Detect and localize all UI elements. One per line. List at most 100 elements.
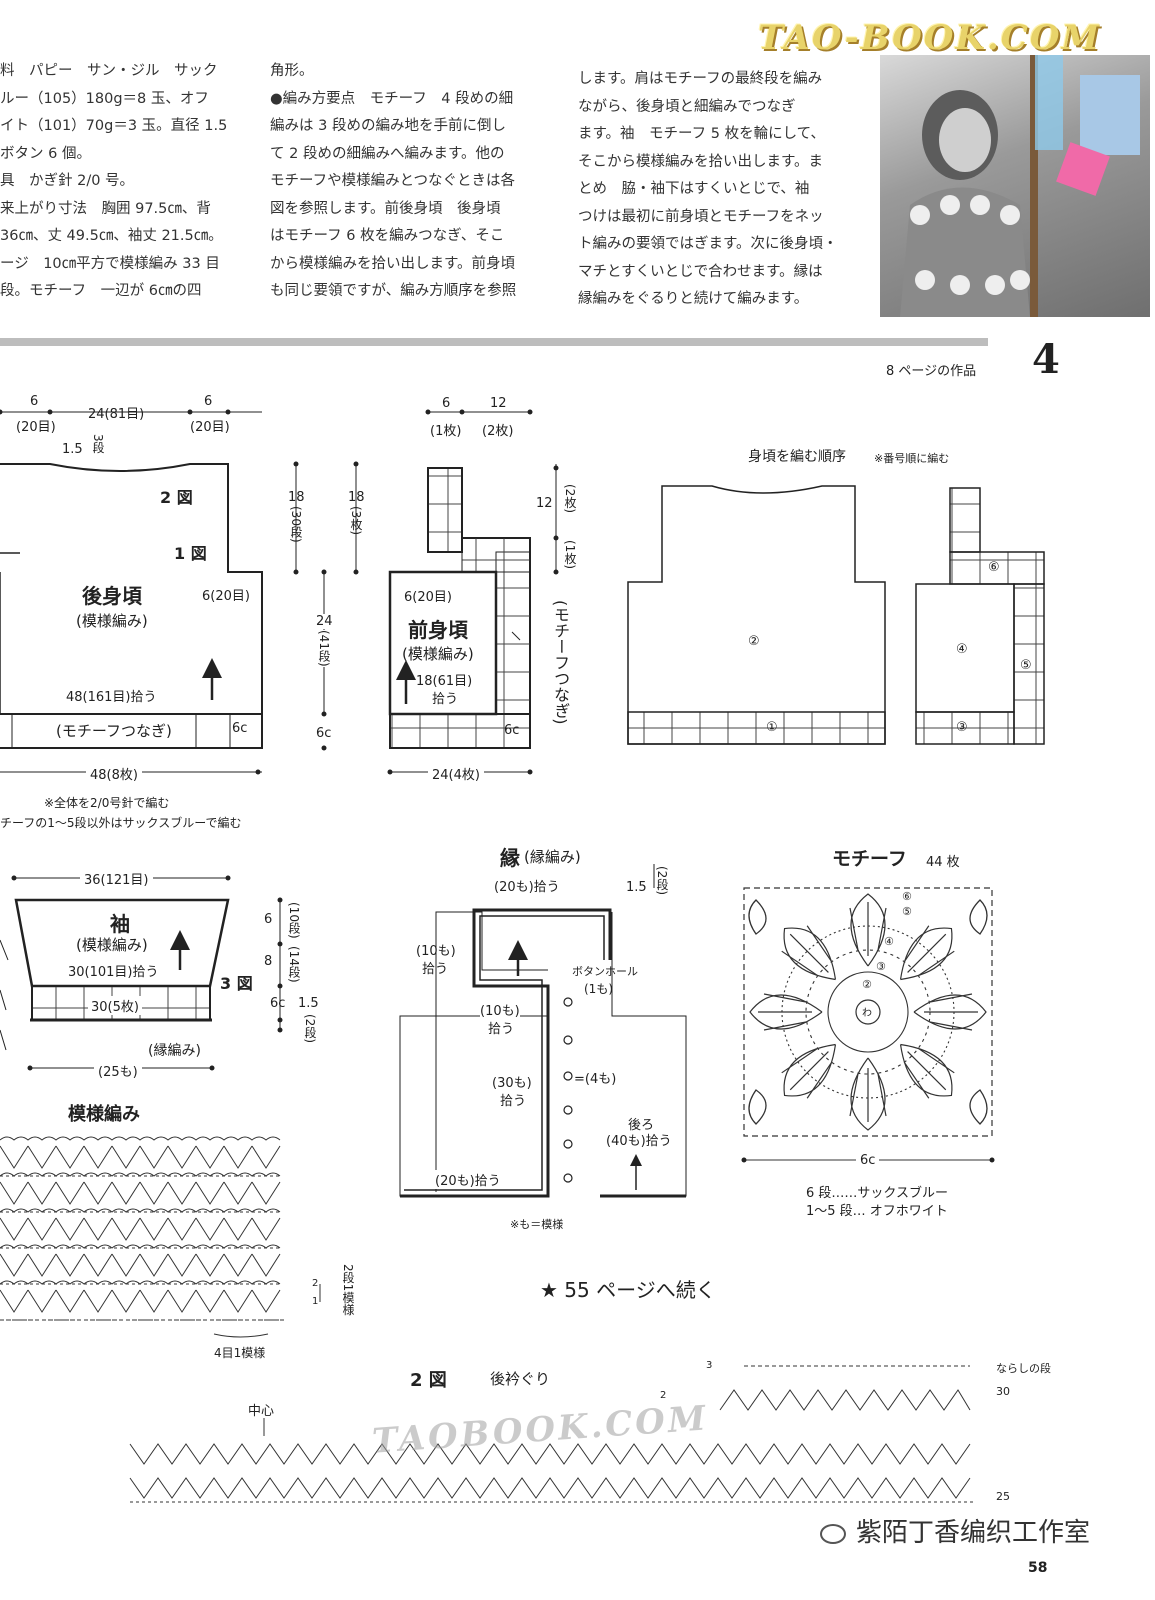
figure2-title: 2 図: [410, 1370, 447, 1391]
round-2-marker: ②: [862, 978, 872, 991]
border-front-pickup: (10も): [480, 1000, 520, 1019]
round-6-color: 6 段……サックスブルー: [806, 1186, 949, 1201]
motif-count: 44 枚: [926, 855, 960, 870]
border-bottom-pickup: (20も)拾う: [432, 1170, 504, 1189]
text-line: モチーフや模様編みとつなぐときは各: [270, 173, 516, 189]
text-line: ながら、後身頃と細編みでつなぎ: [578, 98, 796, 115]
back-width-left: 6: [30, 394, 39, 409]
materials-column: 料 パピー サン・ジル サック ルー（105）180g＝8 玉、オフ イト（10…: [0, 58, 255, 306]
sleeve-depth-1: 6: [264, 912, 273, 927]
photo-figure: [900, 55, 1140, 317]
round-5-marker: ⑤: [902, 905, 912, 918]
sleeve-pickup: 30(101目)拾う: [68, 965, 159, 980]
text-line: 角形。: [270, 63, 314, 79]
back-width-left-stitches: (20目): [16, 420, 56, 435]
back-armhole-rows: (30段): [289, 506, 303, 543]
page-number: 58: [1028, 1560, 1048, 1576]
sleeve-edging: (縁編み): [148, 1043, 201, 1059]
sleeve-top-width: 36(121目): [80, 869, 153, 888]
back-bottom-width: 48(8枚): [86, 764, 142, 783]
sleeve-edge-depth: 1.5: [298, 996, 319, 1011]
pattern-repeat: 4目1模様: [214, 1346, 266, 1360]
text-line: イト（101）70g＝3 玉。直径 1.5: [0, 118, 228, 134]
sleeve-depth-1-rows: (10段): [287, 902, 301, 939]
footer-watermark: 紫陌丁香编织工作室: [820, 1512, 1090, 1549]
pattern-row-1: 1: [312, 1296, 319, 1307]
round-6-marker: ⑥: [902, 890, 912, 903]
continued-note: ★ 55 ページへ続く: [540, 1278, 716, 1302]
front-motif-strip: (モチーフつなぎ): [551, 600, 570, 725]
text-line: 料 パピー サン・ジル サック: [0, 63, 218, 79]
round-3-marker: ③: [876, 960, 886, 973]
model-photo: [880, 55, 1150, 317]
front-pickup: 18(61目): [416, 674, 473, 689]
front-shoulder-motifs: (1枚): [430, 424, 462, 439]
sleeve-title: 袖: [110, 912, 130, 936]
border-left-pickup-label: 拾う: [422, 962, 449, 977]
neck-rows: 3段: [91, 434, 105, 454]
text-line: します。肩はモチーフの最終段を編み: [578, 71, 823, 87]
sleeve-motif-height: 6c: [270, 996, 286, 1011]
pattern-rows: 2段1模様: [341, 1264, 355, 1316]
border-front-long-pickup-label: 拾う: [500, 1090, 527, 1109]
neck-step-2: 2: [660, 1390, 667, 1401]
order-step-6: ⑥: [988, 560, 1000, 575]
order-step-3: ③: [956, 720, 968, 735]
order-step-2: ②: [748, 634, 760, 649]
note-color: チーフの1〜5段以外はサックスブルーで編む: [0, 816, 242, 830]
back-body-title: 後身頃: [82, 584, 142, 608]
text-line: も同じ要領ですが、編み方順序を参照: [270, 283, 517, 299]
back-width-center: 24(81目): [88, 407, 145, 422]
smoothing-row: ならしの段: [996, 1362, 1051, 1375]
motif-size: 6c: [856, 1153, 880, 1168]
border-left-pickup: (10も): [416, 944, 456, 959]
front-neck-motifs: (2枚): [482, 424, 514, 439]
sleeve-bottom: (25も): [94, 1061, 142, 1080]
sleeve-depth-2: 8: [264, 954, 273, 969]
buttonhole-label: ボタンホール: [572, 965, 638, 978]
motif-title: モチーフ: [832, 848, 907, 870]
magic-ring-marker: わ: [862, 1008, 872, 1019]
text-line: 縁編みをぐるりと続けて編みます。: [578, 291, 809, 307]
page-reference: 8 ページの作品: [886, 364, 977, 379]
neckline-chart: [129, 1365, 975, 1503]
front-upper-motifs: (2枚): [563, 484, 577, 513]
front-width-shoulder: 6: [442, 396, 451, 411]
back-motif-strip: (モチーフつなぎ): [56, 722, 172, 740]
sleeve-motif-strip: 30(5枚): [88, 996, 142, 1015]
text-line: 来上がり寸法 胸囲 97.5㎝、背: [0, 200, 211, 217]
border-diagram: [399, 864, 687, 1198]
border-neck-rows: (2段): [655, 866, 669, 895]
text-line: 段。モチーフ 一辺が 6㎝の四: [0, 283, 202, 299]
border-title: 縁: [500, 846, 520, 870]
text-line: 36㎝、丈 49.5㎝、袖丈 21.5㎝。: [0, 228, 223, 244]
figure2-subtitle: 後衿ぐり: [490, 1370, 551, 1388]
front-body-subtitle: (模様編み): [402, 645, 474, 663]
text-line: 具 かぎ針 2/0 号。: [0, 173, 135, 189]
back-motif-height: 6c: [316, 726, 332, 741]
tao-book-logo: TAO-BOOK.COM: [758, 18, 1102, 58]
text-line: はモチーフ 6 枚を編みつなぎ、そこ: [270, 228, 505, 244]
back-body-diagram: [0, 463, 263, 749]
front-side-motif: (1枚): [563, 540, 577, 569]
pattern-row-2: 2: [312, 1278, 319, 1289]
back-body-subtitle: (模様編み): [76, 612, 148, 630]
order-step-4: ④: [956, 642, 968, 657]
text-line: つけは最初に前身頃とモチーフをネッ: [578, 208, 824, 225]
row-25: 25: [996, 1490, 1010, 1503]
section-divider: [0, 338, 988, 346]
order-title: 身頃を編む順序: [748, 449, 846, 465]
text-line: から模様編みを拾い出します。前身頃: [270, 255, 516, 272]
back-body-height: 24: [316, 614, 333, 629]
rounds-1-5-color: 1〜5 段… オフホワイト: [806, 1204, 948, 1219]
figure1-ref: 1 図: [174, 544, 207, 563]
pattern-number: 4: [1032, 336, 1060, 383]
knitting-order-diagram: [627, 485, 1045, 745]
text-line: ト編みの要領ではぎます。次に後身頃・: [578, 236, 838, 252]
neck-step-3: 3: [706, 1360, 713, 1371]
border-back-pickup: (40も)拾う: [606, 1134, 672, 1149]
front-inner-width: 6(20目): [404, 590, 452, 605]
front-pickup-label: 拾う: [432, 692, 459, 707]
